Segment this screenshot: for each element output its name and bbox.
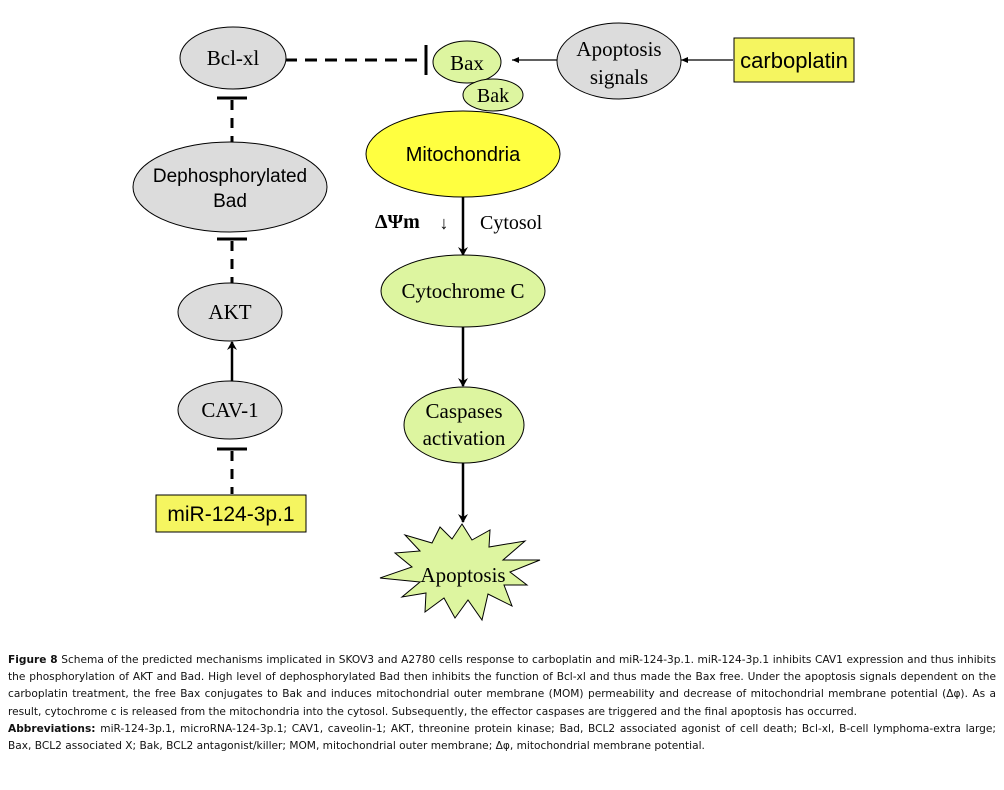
node-carboplatin-label: carboplatin bbox=[740, 48, 848, 73]
node-akt-label: AKT bbox=[208, 300, 251, 324]
node-mitochondria-label: Mitochondria bbox=[406, 144, 521, 166]
node-apoptosis-signals-line2: signals bbox=[590, 65, 648, 89]
node-carboplatin: carboplatin bbox=[733, 37, 855, 83]
abbreviations-label: Abbreviations: bbox=[8, 722, 96, 735]
abbreviations-text: miR-124-3p.1, microRNA-124-3p.1; CAV1, c… bbox=[8, 722, 996, 753]
node-akt: AKT bbox=[177, 282, 283, 342]
cytosol-label: Cytosol bbox=[480, 212, 543, 234]
node-apoptosis-signals: Apoptosis signals bbox=[556, 22, 682, 100]
node-bclxl: Bcl-xl bbox=[179, 26, 287, 90]
figure-caption: Figure 8 Schema of the predicted mechani… bbox=[8, 652, 996, 755]
node-mitochondria: Mitochondria bbox=[365, 110, 561, 198]
node-caspases-line1: Caspases bbox=[426, 399, 503, 423]
node-bak: Bak bbox=[462, 78, 524, 112]
apoptosis-starburst bbox=[379, 523, 541, 622]
node-dephosphorylated-bad-line2: Bad bbox=[213, 191, 247, 212]
abbreviations-paragraph: Abbreviations: miR-124-3p.1, microRNA-12… bbox=[8, 721, 996, 755]
membrane-potential-annotation: ΔΨm ↓ Cytosol bbox=[375, 211, 543, 234]
node-bax-label: Bax bbox=[450, 51, 484, 75]
node-bax: Bax bbox=[432, 40, 502, 84]
node-apoptosis-label: Apoptosis bbox=[420, 563, 505, 587]
node-cav1: CAV-1 bbox=[177, 380, 283, 440]
figure-caption-text: Schema of the predicted mechanisms impli… bbox=[8, 654, 996, 718]
pathway-diagram: Bcl-xl Bax Bak Apoptosis signals carbopl… bbox=[132, 22, 855, 622]
figure-caption-paragraph: Figure 8 Schema of the predicted mechani… bbox=[8, 652, 996, 721]
node-apoptosis-signals-line1: Apoptosis bbox=[576, 37, 661, 61]
node-cytochrome-c-label: Cytochrome C bbox=[401, 279, 524, 303]
node-cytochrome-c: Cytochrome C bbox=[380, 254, 546, 328]
node-mir-124-3p1: miR-124-3p.1 bbox=[155, 494, 307, 533]
node-bclxl-label: Bcl-xl bbox=[207, 46, 260, 70]
delta-psi-m-label: ΔΨm bbox=[375, 211, 420, 233]
down-arrow-icon: ↓ bbox=[440, 213, 449, 233]
node-mir-label: miR-124-3p.1 bbox=[167, 503, 294, 526]
node-bak-label: Bak bbox=[477, 85, 509, 107]
node-caspases-activation: Caspases activation bbox=[403, 386, 525, 464]
node-dephosphorylated-bad: Dephosphorylated Bad bbox=[132, 141, 328, 233]
node-caspases-line2: activation bbox=[423, 426, 506, 450]
figure-label: Figure 8 bbox=[8, 654, 58, 666]
node-cav1-label: CAV-1 bbox=[201, 398, 258, 422]
node-apoptosis: Apoptosis bbox=[379, 523, 541, 622]
node-dephosphorylated-bad-line1: Dephosphorylated bbox=[153, 166, 307, 187]
